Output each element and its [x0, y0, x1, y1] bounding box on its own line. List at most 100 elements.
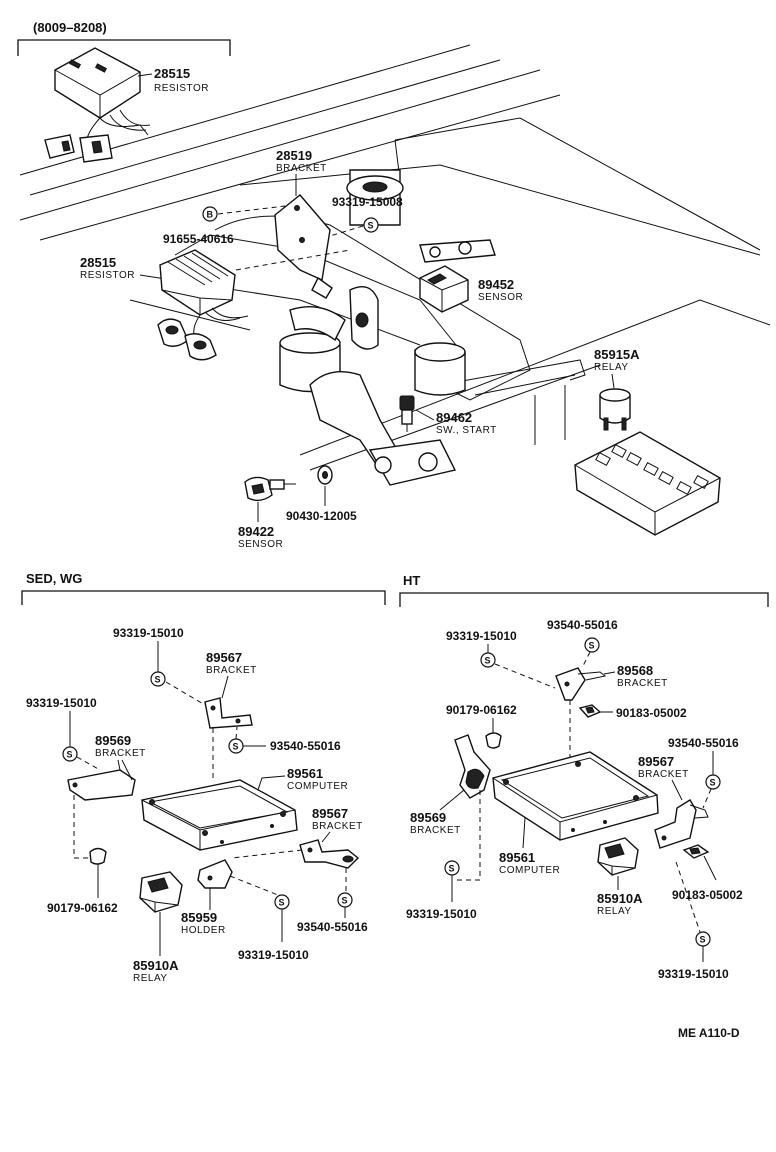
date-range-bracket — [17, 39, 231, 56]
resistor-a-pn: 28515 — [154, 66, 190, 81]
svg-text:S: S — [589, 641, 595, 651]
sed-computer — [141, 779, 298, 851]
sed-clip — [89, 847, 107, 865]
sed-bracket-right-desc: BRACKET — [312, 821, 363, 832]
sensor-89452-pn: 89452 — [478, 277, 514, 292]
svg-text:S: S — [700, 935, 706, 945]
svg-text:S: S — [342, 896, 348, 906]
diagram-code: ME A110-D — [678, 1026, 740, 1040]
svg-text:S: S — [155, 675, 161, 685]
bolt-93319-15008-pn: 93319-15008 — [332, 195, 403, 209]
s-symbol-icon: S — [274, 894, 290, 910]
ht-bracket-b — [654, 799, 709, 849]
ht-section: HT 93319-15010 S 93540-55016 S 89568 BRA… — [399, 573, 769, 981]
sed-screw-left-pn: 93319-15010 — [26, 696, 97, 710]
sed-clip-pn: 90179-06162 — [47, 901, 118, 915]
sed-bracket-left-desc: BRACKET — [95, 748, 146, 759]
sed-nut-a-pn: 93540-55016 — [270, 739, 341, 753]
sed-screw-bottom-pn: 93319-15010 — [238, 948, 309, 962]
sed-bracket-left-pn: 89569 — [95, 733, 131, 748]
washer-90430-12005 — [317, 465, 333, 485]
svg-text:S: S — [67, 750, 73, 760]
sed-holder-pn: 85959 — [181, 910, 217, 925]
ht-computer — [492, 751, 659, 841]
resistor-b-desc: RESISTOR — [80, 270, 135, 281]
sed-bracket-top-desc: BRACKET — [206, 665, 257, 676]
sed-relay-pn: 85910A — [133, 958, 179, 973]
ht-nut-right-pn: 93540-55016 — [668, 736, 739, 750]
sed-computer-pn: 89561 — [287, 766, 323, 781]
switch-89462-pn: 89462 — [436, 410, 472, 425]
ht-washer-a — [578, 704, 602, 718]
sed-holder — [197, 859, 233, 889]
ht-relay — [597, 837, 639, 876]
body-panel-lines — [19, 44, 771, 471]
sed-bracket-top-pn: 89567 — [206, 650, 242, 665]
sensor-89422 — [244, 476, 296, 502]
bolt-91655-40616-pn: 91655-40616 — [163, 232, 234, 246]
ht-bracket — [399, 592, 769, 607]
ht-screw-bottom-pn: 93319-15010 — [658, 967, 729, 981]
sed-bracket-right-pn: 89567 — [312, 806, 348, 821]
s-symbol-icon: S — [695, 931, 711, 947]
relay-block — [574, 431, 721, 536]
ht-bracket-c-pn: 89569 — [410, 810, 446, 825]
sed-wg-bracket — [21, 590, 386, 605]
ht-screw-top-pn: 93319-15010 — [446, 629, 517, 643]
sensor-89422-desc: SENSOR — [238, 539, 283, 550]
top-section: (8009–8208) — [17, 20, 771, 550]
ht-computer-pn: 89561 — [499, 850, 535, 865]
ht-label: HT — [403, 573, 420, 588]
bracket-28519-desc: BRACKET — [276, 163, 327, 174]
ht-nut-top-pn: 93540-55016 — [547, 618, 618, 632]
ht-clip-pn: 90179-06162 — [446, 703, 517, 717]
sed-bracket-top — [204, 697, 253, 729]
resistor-b-pn: 28515 — [80, 255, 116, 270]
s-symbol-icon: S — [705, 774, 721, 790]
ht-bracket-a-desc: BRACKET — [617, 678, 668, 689]
engine-block — [129, 169, 531, 486]
s-symbol-icon: S — [228, 738, 244, 754]
ht-washer-b-pn: 90183-05002 — [672, 888, 743, 902]
ht-computer-desc: COMPUTER — [499, 865, 560, 876]
s-symbol-icon: S — [337, 892, 353, 908]
svg-text:B: B — [207, 210, 214, 220]
ht-washer-b — [682, 844, 710, 859]
resistor-a-desc: RESISTOR — [154, 83, 209, 94]
s-symbol-icon: S — [584, 637, 600, 653]
resistor-28515-inset — [44, 47, 151, 163]
sensor-89452 — [419, 265, 469, 313]
s-symbol-icon: S — [480, 652, 496, 668]
ht-bracket-b-desc: BRACKET — [638, 769, 689, 780]
sed-wg-section: SED, WG 93319-15010 S 89567 BRACKET S 93… — [21, 571, 386, 984]
s-symbol-icon: S — [444, 860, 460, 876]
sed-bracket-right — [299, 839, 360, 869]
relay-85915A — [599, 388, 631, 431]
ht-bracket-c-desc: BRACKET — [410, 825, 461, 836]
s-symbol-icon: S — [62, 746, 78, 762]
s-symbol-icon: S — [150, 671, 166, 687]
switch-89462 — [399, 395, 415, 432]
date-range-label: (8009–8208) — [33, 20, 107, 35]
ht-clip — [485, 732, 502, 749]
sed-relay-desc: RELAY — [133, 973, 168, 984]
ht-washer-a-pn: 90183-05002 — [616, 706, 687, 720]
ht-bracket-b-pn: 89567 — [638, 754, 674, 769]
sed-nut-b-pn: 93540-55016 — [297, 920, 368, 934]
sed-wg-label: SED, WG — [26, 571, 82, 586]
relay-85915A-desc: RELAY — [594, 362, 629, 373]
ht-screw-left-pn: 93319-15010 — [406, 907, 477, 921]
resistor-28515 — [157, 249, 249, 361]
sed-bracket-left — [67, 759, 136, 801]
bracket-28519-pn: 28519 — [276, 148, 312, 163]
b-symbol-icon: B — [202, 206, 218, 222]
svg-text:S: S — [368, 221, 374, 231]
switch-89462-desc: SW., START — [436, 425, 497, 436]
ht-bracket-c — [454, 734, 491, 799]
sed-screw-top-pn: 93319-15010 — [113, 626, 184, 640]
sed-computer-desc: COMPUTER — [287, 781, 348, 792]
svg-text:S: S — [485, 656, 491, 666]
ht-relay-pn: 85910A — [597, 891, 643, 906]
svg-text:S: S — [233, 742, 239, 752]
